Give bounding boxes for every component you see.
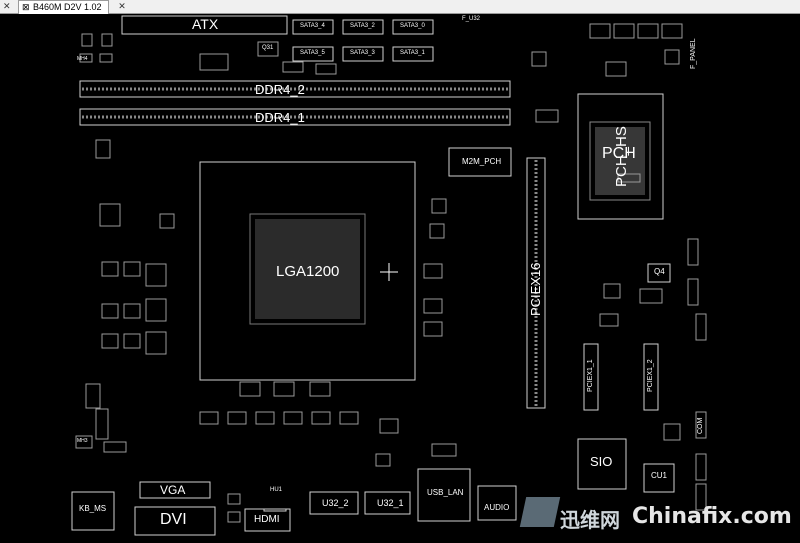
lga-label: LGA1200 [276,263,340,280]
ddr4-1-label: DDR4_1 [255,110,305,125]
pch-heatsink [577,93,664,220]
sio-outline [577,438,627,490]
vga-label: VGA [160,483,186,497]
com-label: COM [697,417,704,434]
pciex1-2-outline [643,343,659,411]
sata3-1-label: SATA3_1 [400,50,425,56]
pciex16-label: PCIEX16 [528,262,543,316]
u32-2-outline [309,491,359,515]
m2m-outline [448,147,512,177]
u32-2-label: U32_2 [322,498,349,508]
pciex1-1-outline [583,343,599,411]
cu1-outline [643,463,675,493]
dvi-label: DVI [160,511,187,528]
lga-outline [199,161,416,381]
close-icon[interactable]: ✕ [3,1,11,11]
q4-label: Q4 [654,267,665,276]
document-tab-bar: ✕ ⊠ B460M D2V 1.02 ✕ [0,0,800,14]
watermark-cn: 迅维网 [560,508,620,532]
f-panel-label: F_PANEL [690,38,697,69]
u32-1-label: U32_1 [377,498,404,508]
pciex1-2-label: PCIEX1_2 [647,359,654,392]
watermark-logo-icon [519,497,561,527]
hdmi-label: HDMI [254,514,280,525]
sata3-5-label: SATA3_5 [300,50,325,56]
board-outline-drawing [71,15,707,536]
vga-outline [139,481,211,499]
usb-lan-outline [417,468,471,522]
pch-hs-label: PCH_HS [613,126,630,187]
tab-document[interactable]: ⊠ B460M D2V 1.02 [18,0,109,14]
sata3-2-label: SATA3_2 [350,23,375,29]
audio-label: AUDIO [484,503,510,512]
ddr4-1-outline [79,108,511,126]
ddr4-2-outline [79,80,511,98]
pciex1-1-label: PCIEX1_1 [587,359,594,392]
u32-1-outline [364,491,411,515]
pch-label: PCH [602,145,636,162]
tab-icon: ⊠ [22,2,30,12]
board-canvas[interactable]: ATX SATA3_4 SATA3_2 SATA3_0 SATA3_5 SATA… [0,14,800,543]
mh4-label: MH4 [77,56,88,62]
usb-lan-label: USB_LAN [427,488,464,497]
tab-label: B460M D2V 1.02 [33,2,102,12]
atx-label: ATX [192,16,219,32]
mh3-label: MH3 [77,438,88,444]
sata3-0-label: SATA3_0 [400,23,425,29]
sata3-4-label: SATA3_4 [300,23,325,29]
q31-label: Q31 [262,45,274,51]
sio-label: SIO [590,454,613,469]
audio-outline [477,485,517,521]
watermark-en: Chinafix.com [632,504,792,529]
tab-close-icon[interactable]: ✕ [118,1,126,11]
kb-ms-outline [71,491,115,531]
ddr4-2-label: DDR4_2 [255,82,305,97]
pciex16-outline [526,157,546,409]
sata3-3-label: SATA3_3 [350,50,375,56]
cu1-label: CU1 [651,471,668,480]
kb-ms-label: KB_MS [79,504,107,513]
atx-outline [121,15,288,35]
f-u32-label: F_U32 [462,16,481,22]
m2m-label: M2M_PCH [462,157,502,166]
dvi-outline [134,506,216,536]
hu1-label: HU1 [270,487,283,493]
